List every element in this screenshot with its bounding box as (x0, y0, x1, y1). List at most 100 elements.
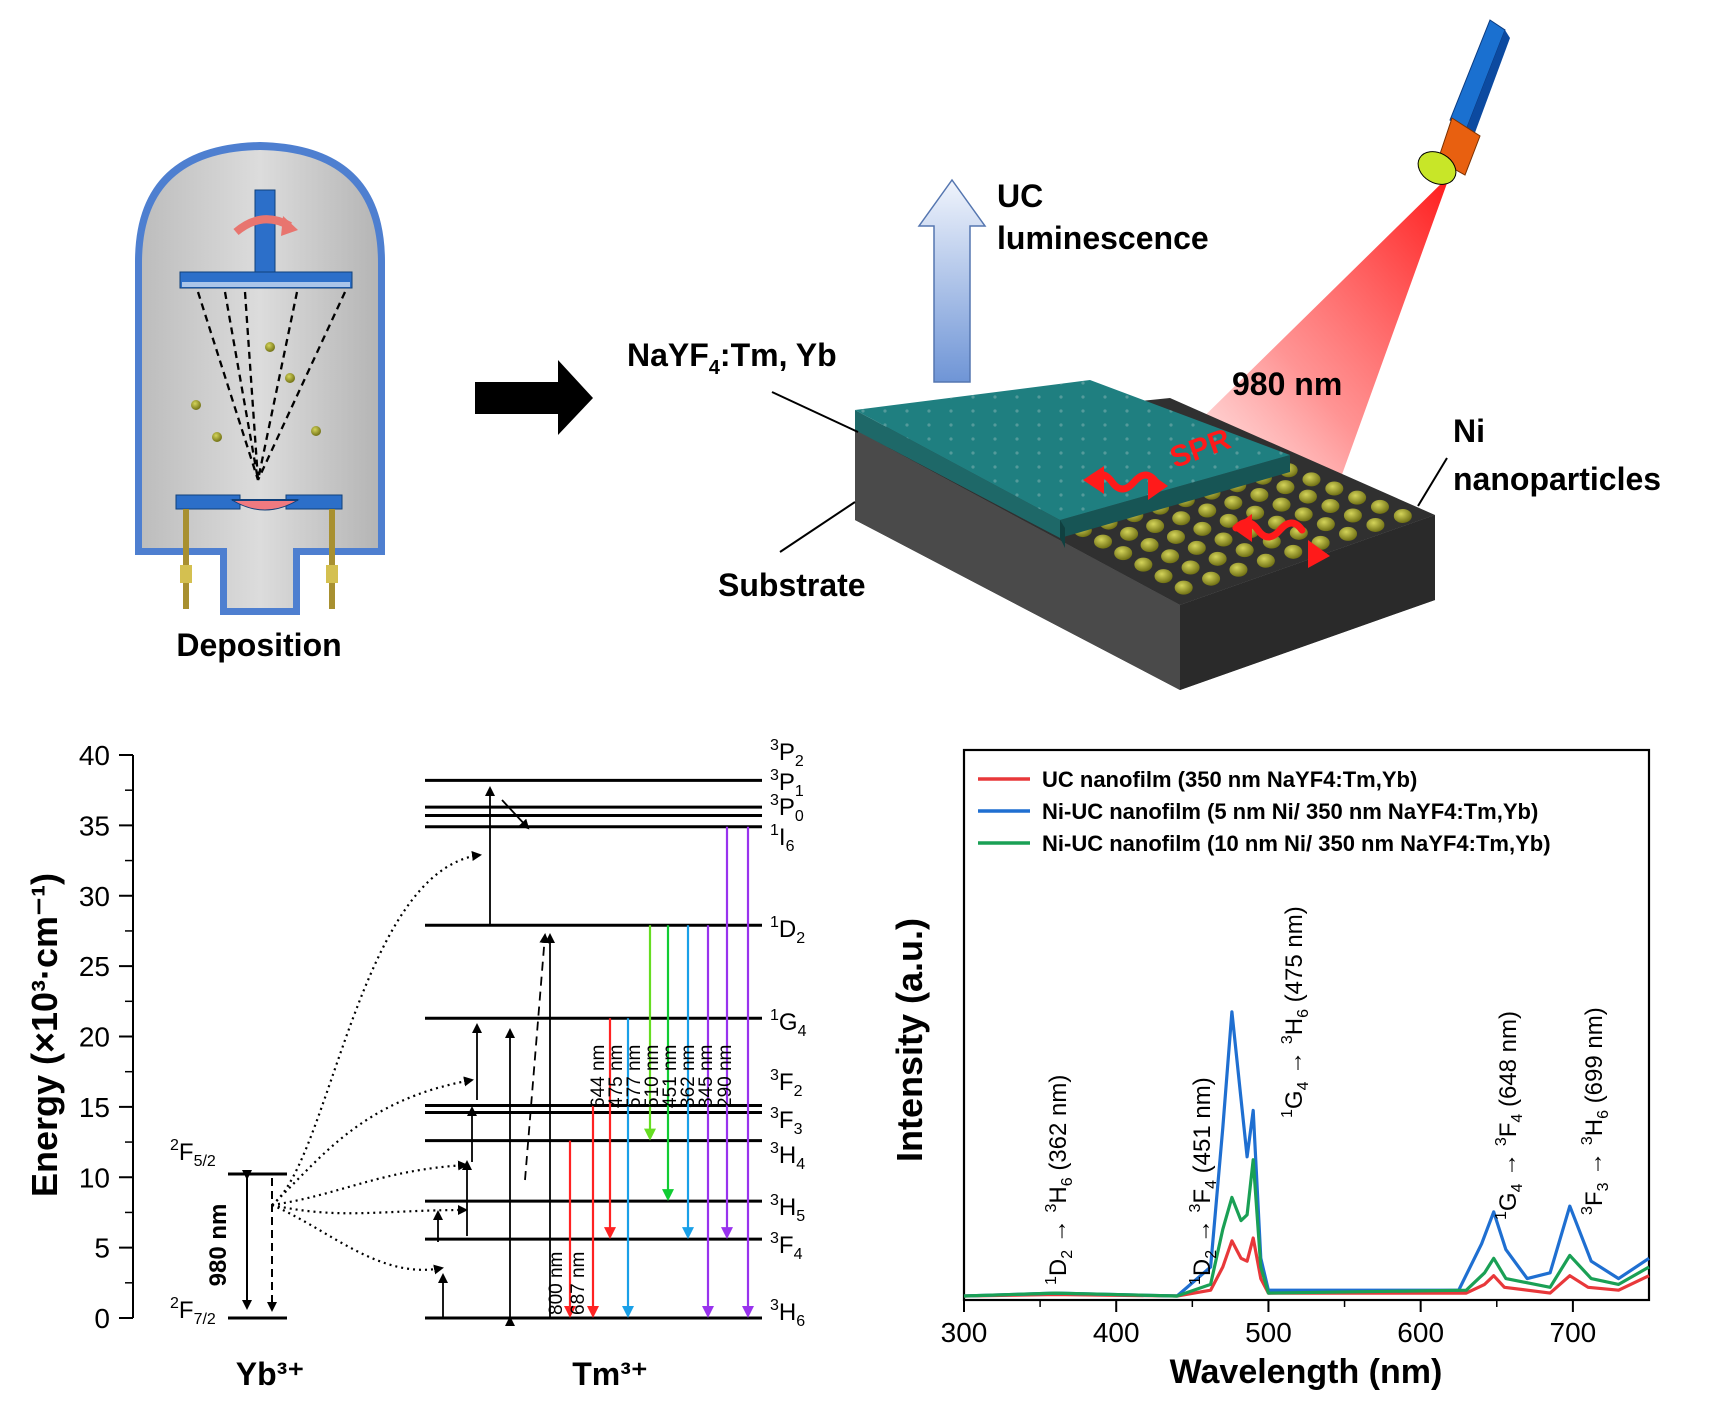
emission-label: 644 nm (588, 1045, 609, 1108)
ni-label-line2: nanoparticles (1453, 461, 1661, 497)
nayf4-film (855, 380, 1290, 548)
energy-ytick-label: 10 (79, 1162, 110, 1193)
spectrum-yaxis-label: Intensity (a.u.) (889, 918, 930, 1162)
ni-nanoparticle (1229, 562, 1248, 577)
emission-label: 345 nm (696, 1045, 717, 1108)
ni-nanoparticle (1154, 569, 1173, 584)
ni-nanoparticle (1316, 517, 1335, 532)
ni-nanoparticle (1166, 529, 1185, 544)
emission-arrowhead (587, 1306, 599, 1318)
legend-entry: Ni-UC nanofilm (10 nm Ni/ 350 nm NaYF4:T… (1042, 831, 1551, 856)
tm-level-label: 1I6 (770, 822, 795, 855)
transition-annotation: 1G4 → 3H6 (475 nm) (1279, 906, 1312, 1118)
ni-nanoparticle (1198, 503, 1217, 518)
energy-ytick-label: 20 (79, 1022, 110, 1053)
ni-nanoparticle (1284, 544, 1303, 559)
substrate-label: Substrate (718, 567, 866, 603)
legend-entry: Ni-UC nanofilm (5 nm Ni/ 350 nm NaYF4:Tm… (1042, 799, 1538, 824)
emission-arrowhead (662, 1189, 674, 1202)
ni-nanoparticle (1272, 497, 1291, 512)
tm-level-label: 3F3 (770, 1105, 803, 1138)
ni-nanoparticle (1370, 499, 1389, 514)
ni-nanoparticle (1235, 543, 1254, 558)
transition-annotation: 1D2 → 3H6 (362 nm) (1043, 1075, 1076, 1285)
ni-nanoparticle (1298, 489, 1317, 504)
spectrum-xtick-label: 300 (941, 1317, 988, 1348)
spectrum-xaxis-label: Wavelength (nm) (1170, 1353, 1443, 1391)
tm-level-label: 3H4 (770, 1140, 805, 1173)
spectrum-series-line (963, 1236, 1650, 1298)
energy-yaxis-label: Energy (×10³·cm⁻¹) (24, 873, 65, 1197)
emission-arrowhead (742, 1306, 754, 1318)
tm-level-label: 1G4 (770, 1007, 807, 1040)
energy-ytick-label: 40 (79, 740, 110, 771)
ni-nanoparticle (1140, 538, 1159, 553)
spectrum-xtick-label: 700 (1550, 1317, 1597, 1348)
emission-arrowhead (604, 1227, 616, 1240)
yb-upper-label: 2F5/2 (170, 1137, 216, 1170)
ni-label-line1: Ni (1453, 413, 1485, 449)
emission-arrowhead (564, 1306, 576, 1318)
emission-arrowhead (702, 1306, 714, 1318)
uc-label-line2: luminescence (997, 220, 1209, 256)
ni-nanoparticle (1134, 557, 1153, 572)
laser-pointer-icon (1417, 19, 1510, 185)
ni-nanoparticle (1276, 480, 1295, 495)
emission-arrowhead (721, 1227, 733, 1240)
energy-ytick-label: 35 (79, 810, 110, 841)
energy-ytick-label: 25 (79, 951, 110, 982)
energy-ytick-label: 0 (94, 1303, 110, 1334)
transition-annotation: 1G4 → 3F4 (648 nm) (1493, 1011, 1526, 1220)
energy-ytick-label: 15 (79, 1092, 110, 1123)
energy-ytick-label: 30 (79, 881, 110, 912)
emission-arrowhead (682, 1227, 694, 1240)
nayf4-label: NaYF4:Tm, Yb (627, 337, 837, 379)
ni-nanoparticle (1193, 521, 1212, 536)
ni-nanoparticle (1294, 507, 1313, 522)
deposition-chamber (135, 142, 385, 615)
emission-arrowhead (622, 1306, 634, 1318)
emission-label: 687 nm (568, 1252, 589, 1315)
ni-nanoparticle (1256, 553, 1275, 568)
emission-label: 475 nm (606, 1045, 627, 1108)
ni-nanoparticle (1174, 580, 1193, 595)
ni-nanoparticle (1224, 495, 1243, 510)
tm-level-label: 3F2 (770, 1067, 803, 1100)
laser-beam (1180, 175, 1450, 480)
tm-level-label: 3H6 (770, 1297, 805, 1330)
emission-label: 290 nm (715, 1045, 736, 1108)
legend-entry: UC nanofilm (350 nm NaYF4:Tm,Yb) (1042, 767, 1417, 792)
process-arrow (475, 360, 593, 435)
emission-label: 800 nm (546, 1252, 567, 1315)
ni-nanoparticle (1321, 499, 1340, 514)
ni-nanoparticle (1219, 513, 1238, 528)
ni-nanoparticle (1146, 519, 1165, 534)
ni-nanoparticle (1348, 490, 1367, 505)
ni-nanoparticle (1114, 546, 1133, 561)
tm-level-label: 3P0 (770, 792, 804, 825)
laser-wavelength-label: 980 nm (1232, 366, 1342, 402)
ni-nanoparticle (1202, 571, 1221, 586)
ni-nanoparticle (1302, 472, 1321, 487)
ni-nanoparticle (1214, 532, 1233, 547)
transition-annotation: 3F3 → 3H6 (699 nm) (1579, 1007, 1612, 1215)
ni-nanoparticle (1094, 534, 1113, 549)
tm-level-label: 3P1 (770, 767, 804, 800)
tm-level-label: 1D2 (770, 914, 805, 947)
ni-nanoparticle (1366, 517, 1385, 532)
ni-nanoparticle (1208, 551, 1227, 566)
yb-transition-label: 980 nm (205, 1204, 232, 1287)
uc-label-line1: UC (997, 178, 1043, 214)
uc-luminescence-arrow (917, 178, 987, 383)
ni-nanoparticle (1250, 487, 1269, 502)
tm-level-label: 3P2 (770, 737, 804, 770)
ni-nanoparticle (1172, 511, 1191, 526)
emission-label: 510 nm (642, 1045, 663, 1108)
emission-label: 451 nm (660, 1045, 681, 1108)
tm-ion-label: Tm³⁺ (572, 1356, 648, 1392)
spectrum-xtick-label: 600 (1397, 1317, 1444, 1348)
yb-lower-label: 2F7/2 (170, 1295, 216, 1328)
spectrum-xtick-label: 400 (1093, 1317, 1140, 1348)
